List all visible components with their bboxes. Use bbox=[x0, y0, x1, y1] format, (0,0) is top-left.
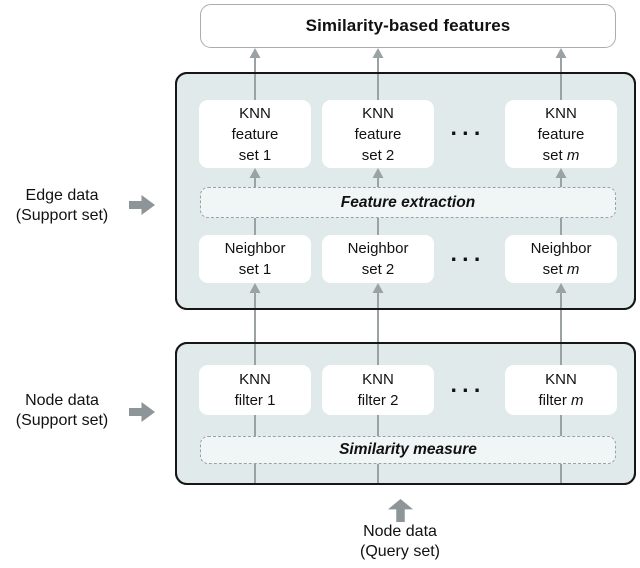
node-data-query-label: Node data(Query set) bbox=[359, 523, 440, 561]
ellipsis-feature-row: ··· bbox=[450, 120, 486, 146]
similarity-measure-label: Similarity measure bbox=[339, 441, 477, 458]
query-input-arrow-icon bbox=[388, 499, 413, 522]
edge-data-arrow-icon bbox=[129, 195, 155, 215]
similarity-features-box: Similarity-based features bbox=[200, 4, 616, 48]
node-data-support-label: Node data(Support set) bbox=[15, 392, 109, 430]
feature-extraction-label: Feature extraction bbox=[340, 193, 476, 211]
feature-extraction-box: Feature extraction bbox=[200, 187, 616, 218]
ellipsis-neighbor-row: ··· bbox=[450, 246, 486, 272]
edge-data-support-label: Edge data(Support set) bbox=[15, 187, 109, 225]
similarity-features-label: Similarity-based features bbox=[305, 16, 511, 35]
ellipsis-filter-row: ··· bbox=[450, 377, 486, 403]
similarity-measure-box: Similarity measure bbox=[200, 436, 616, 464]
node-data-arrow-icon bbox=[129, 402, 155, 422]
